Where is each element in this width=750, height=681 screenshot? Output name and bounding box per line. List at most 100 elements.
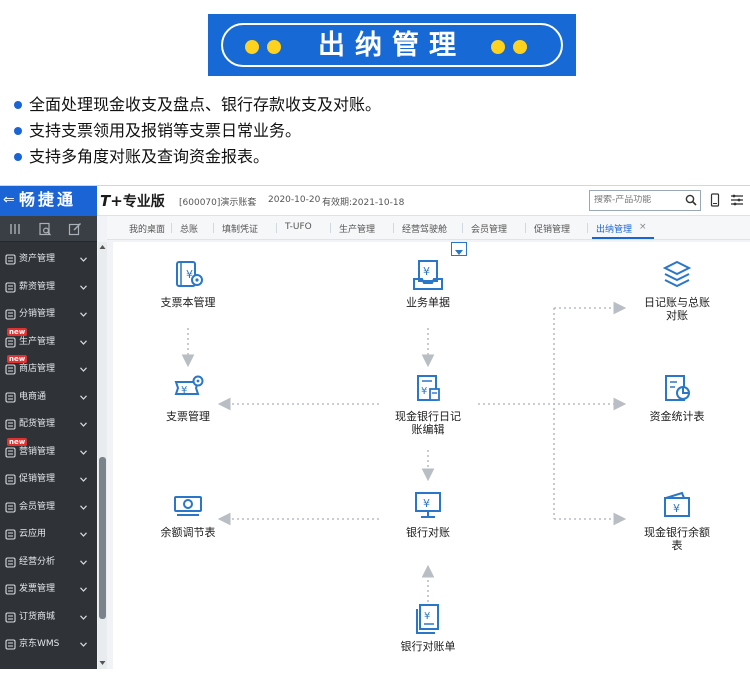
login-date: 2020-10-20: [268, 195, 321, 205]
wallet-icon: ¥: [664, 491, 690, 517]
dropdown-arrow-icon[interactable]: [452, 246, 466, 258]
node-balance-adjust[interactable]: 余额调节表: [143, 488, 233, 539]
node-journal-edit[interactable]: ¥ 现金银行日记账编辑: [383, 372, 473, 436]
node-business-doc[interactable]: ¥ 业务单据: [383, 258, 473, 309]
chevron-down-icon[interactable]: [80, 312, 87, 317]
search-box[interactable]: [589, 190, 701, 211]
sidebar-item[interactable]: 资产管理: [0, 246, 97, 273]
chevron-down-icon[interactable]: [80, 394, 87, 400]
svg-text:¥: ¥: [673, 502, 680, 515]
sidebar-item-label: 经营分析: [19, 556, 56, 567]
chevron-down-icon[interactable]: [80, 339, 87, 345]
chevron-down-icon[interactable]: [80, 614, 87, 620]
tab[interactable]: 我的桌面: [129, 225, 166, 235]
product-tplus: T+: [100, 192, 123, 210]
statement-icon: ¥: [416, 604, 439, 634]
sidebar-item[interactable]: 促销管理: [0, 466, 97, 493]
chevron-down-icon[interactable]: [80, 559, 87, 565]
new-badge: new: [7, 327, 28, 336]
tab-separator: [330, 223, 331, 233]
member-icon: [5, 501, 16, 513]
sidebar-item[interactable]: 会员管理: [0, 494, 97, 521]
distribution-icon: [5, 309, 16, 320]
account-set[interactable]: [600070]演示账套: [179, 198, 257, 208]
flow-canvas: ¥ 支票本管理 ¥ 支票管理 余额调节表 ¥ 业务单据 ¥ 现金银行日记账编辑 …: [113, 242, 750, 669]
tab[interactable]: 出纳管理: [596, 225, 633, 235]
chevron-down-icon[interactable]: [80, 642, 87, 647]
sidebar-item[interactable]: 薪资管理: [0, 274, 97, 301]
node-dropdown[interactable]: [451, 242, 467, 256]
find-icon[interactable]: [38, 222, 52, 236]
tab-close-icon[interactable]: ×: [639, 222, 647, 232]
columns-icon[interactable]: [8, 222, 22, 236]
sidebar-item[interactable]: 配货管理: [0, 411, 97, 438]
node-label: 银行对账: [406, 526, 450, 539]
report-chart-icon: [665, 375, 690, 401]
chevron-down-icon[interactable]: [80, 477, 87, 482]
sidebar-item[interactable]: 订货商城: [0, 604, 97, 631]
feature-text: 支持支票领用及报销等支票日常业务。: [29, 121, 302, 140]
cheque-icon: ¥: [174, 375, 204, 396]
sidebar-item-label: 生产管理: [19, 336, 56, 347]
tab-separator: [462, 223, 463, 233]
banner-pill: 出纳管理: [221, 23, 563, 67]
tab[interactable]: 经营驾驶舱: [402, 225, 448, 235]
scroll-thumb[interactable]: [99, 457, 106, 619]
edit-icon[interactable]: [68, 222, 82, 236]
node-cash-bank-balance[interactable]: ¥ 现金银行余额表: [632, 488, 722, 552]
chevron-down-icon[interactable]: [80, 449, 87, 455]
chevron-down-icon[interactable]: [80, 587, 87, 592]
promo-banner: 出纳管理: [208, 14, 576, 76]
back-arrow-icon[interactable]: ⇐: [3, 192, 15, 208]
scroll-up-icon[interactable]: [99, 244, 106, 250]
chevron-down-icon[interactable]: [80, 532, 87, 537]
logo[interactable]: ⇐ 畅捷通: [0, 186, 97, 216]
sidebar-scrollbar[interactable]: [98, 242, 107, 669]
node-cheque-book[interactable]: ¥ 支票本管理: [143, 258, 233, 309]
feature-item: 支持支票领用及报销等支票日常业务。: [14, 118, 381, 144]
app-window: ⇐ 畅捷通 T+专业版 [600070]演示账套 2020-10-20 有效期:…: [0, 185, 750, 669]
tab[interactable]: T-UFO: [285, 222, 312, 232]
tab[interactable]: 生产管理: [339, 225, 376, 235]
tab[interactable]: 填制凭证: [222, 225, 259, 235]
chevron-down-icon[interactable]: [80, 367, 87, 372]
chevron-down-icon[interactable]: [80, 284, 87, 290]
sidebar-item[interactable]: 经营分析: [0, 549, 97, 576]
allocation-icon: [5, 419, 16, 430]
top-bar: ⇐ 畅捷通 T+专业版 [600070]演示账套 2020-10-20 有效期:…: [0, 186, 750, 216]
search-icon[interactable]: [685, 194, 697, 206]
sidebar-item[interactable]: 云应用: [0, 521, 97, 548]
node-label: 银行对账单: [400, 640, 456, 653]
search-input[interactable]: [594, 195, 680, 205]
node-label: 支票管理: [166, 410, 210, 423]
tab[interactable]: 会员管理: [471, 225, 508, 235]
chevron-down-icon[interactable]: [80, 422, 87, 427]
svg-text:¥: ¥: [424, 611, 430, 622]
node-fund-stats[interactable]: 资金统计表: [632, 372, 722, 423]
node-journal-gl-reconcile[interactable]: 日记账与总账对账: [632, 258, 722, 322]
scroll-down-icon[interactable]: [99, 660, 106, 666]
tab-separator: [276, 223, 277, 233]
sidebar-item[interactable]: 京东WMS: [0, 631, 97, 658]
tab[interactable]: 总账: [180, 225, 199, 235]
node-bank-reconcile[interactable]: ¥ 银行对账: [383, 488, 473, 539]
tab[interactable]: 促销管理: [534, 225, 571, 235]
sidebar-item[interactable]: 电商通: [0, 384, 97, 411]
chevron-down-icon[interactable]: [80, 257, 87, 262]
bullet-icon: [14, 127, 22, 135]
node-cheque-mgmt[interactable]: ¥ 支票管理: [143, 372, 233, 423]
node-bank-statement[interactable]: ¥ 银行对账单: [383, 602, 473, 653]
cloud-icon: [5, 529, 16, 540]
sidebar-item[interactable]: 分销管理: [0, 301, 97, 328]
mobile-icon[interactable]: [708, 193, 722, 207]
menu-icon[interactable]: [730, 193, 744, 207]
chevron-down-icon[interactable]: [80, 504, 87, 510]
sidebar-item[interactable]: 发票管理: [0, 576, 97, 603]
feature-item: 全面处理现金收支及盘点、银行存款收支及对账。: [14, 92, 381, 118]
product-name: T+专业版: [100, 191, 165, 212]
feature-text: 全面处理现金收支及盘点、银行存款收支及对账。: [29, 95, 382, 114]
